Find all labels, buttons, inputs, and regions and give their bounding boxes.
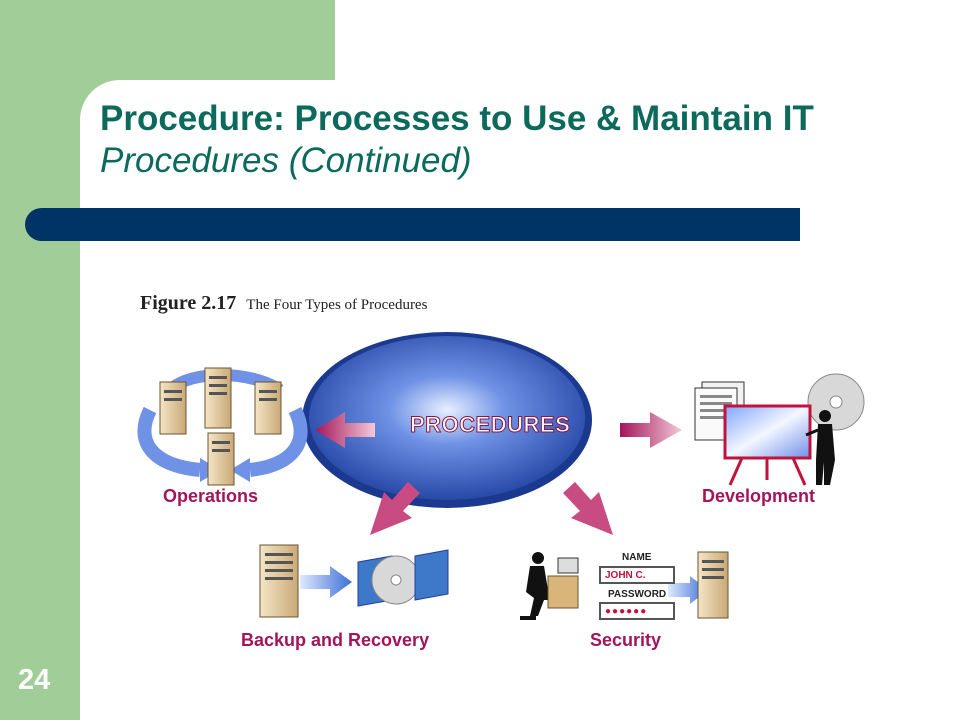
title-underline-band [25,208,800,241]
figure-number: Figure 2.17 [140,292,237,314]
label-development: Development [702,486,816,506]
slide-title: Procedure: Processes to Use & Maintain I… [100,98,940,182]
name-label: NAME [622,552,652,563]
figure-caption: Figure 2.17 The Four Types of Procedures [140,292,427,315]
header-background [335,0,960,80]
procedures-ellipse [302,332,592,508]
security-illustration [520,551,729,620]
backup-illustration [259,544,449,618]
title-line-1: Procedure: Processes to Use & Maintain I… [100,99,814,138]
arrow-to-development [620,412,682,448]
label-backup-and-recovery: Backup and Recovery [241,630,430,650]
sidebar-top [0,0,335,80]
password-label: PASSWORD [608,589,667,600]
procedures-diagram [137,332,865,620]
procedures-label: PROCEDURES [409,412,571,438]
operations-servers [137,367,308,486]
label-operations: Operations [163,486,259,506]
arrow-to-security [563,482,613,535]
slide-number: 24 [18,664,51,696]
title-line-2: Procedures (Continued) [100,141,472,180]
development-illustration [694,373,865,486]
figure-caption-text: The Four Types of Procedures [246,297,428,313]
label-security: Security [590,630,662,650]
arrow-to-backup [370,482,420,535]
name-field: JOHN C. [599,566,675,584]
arrow-to-operations [315,412,375,448]
password-field: ●●●●●● [599,602,675,620]
